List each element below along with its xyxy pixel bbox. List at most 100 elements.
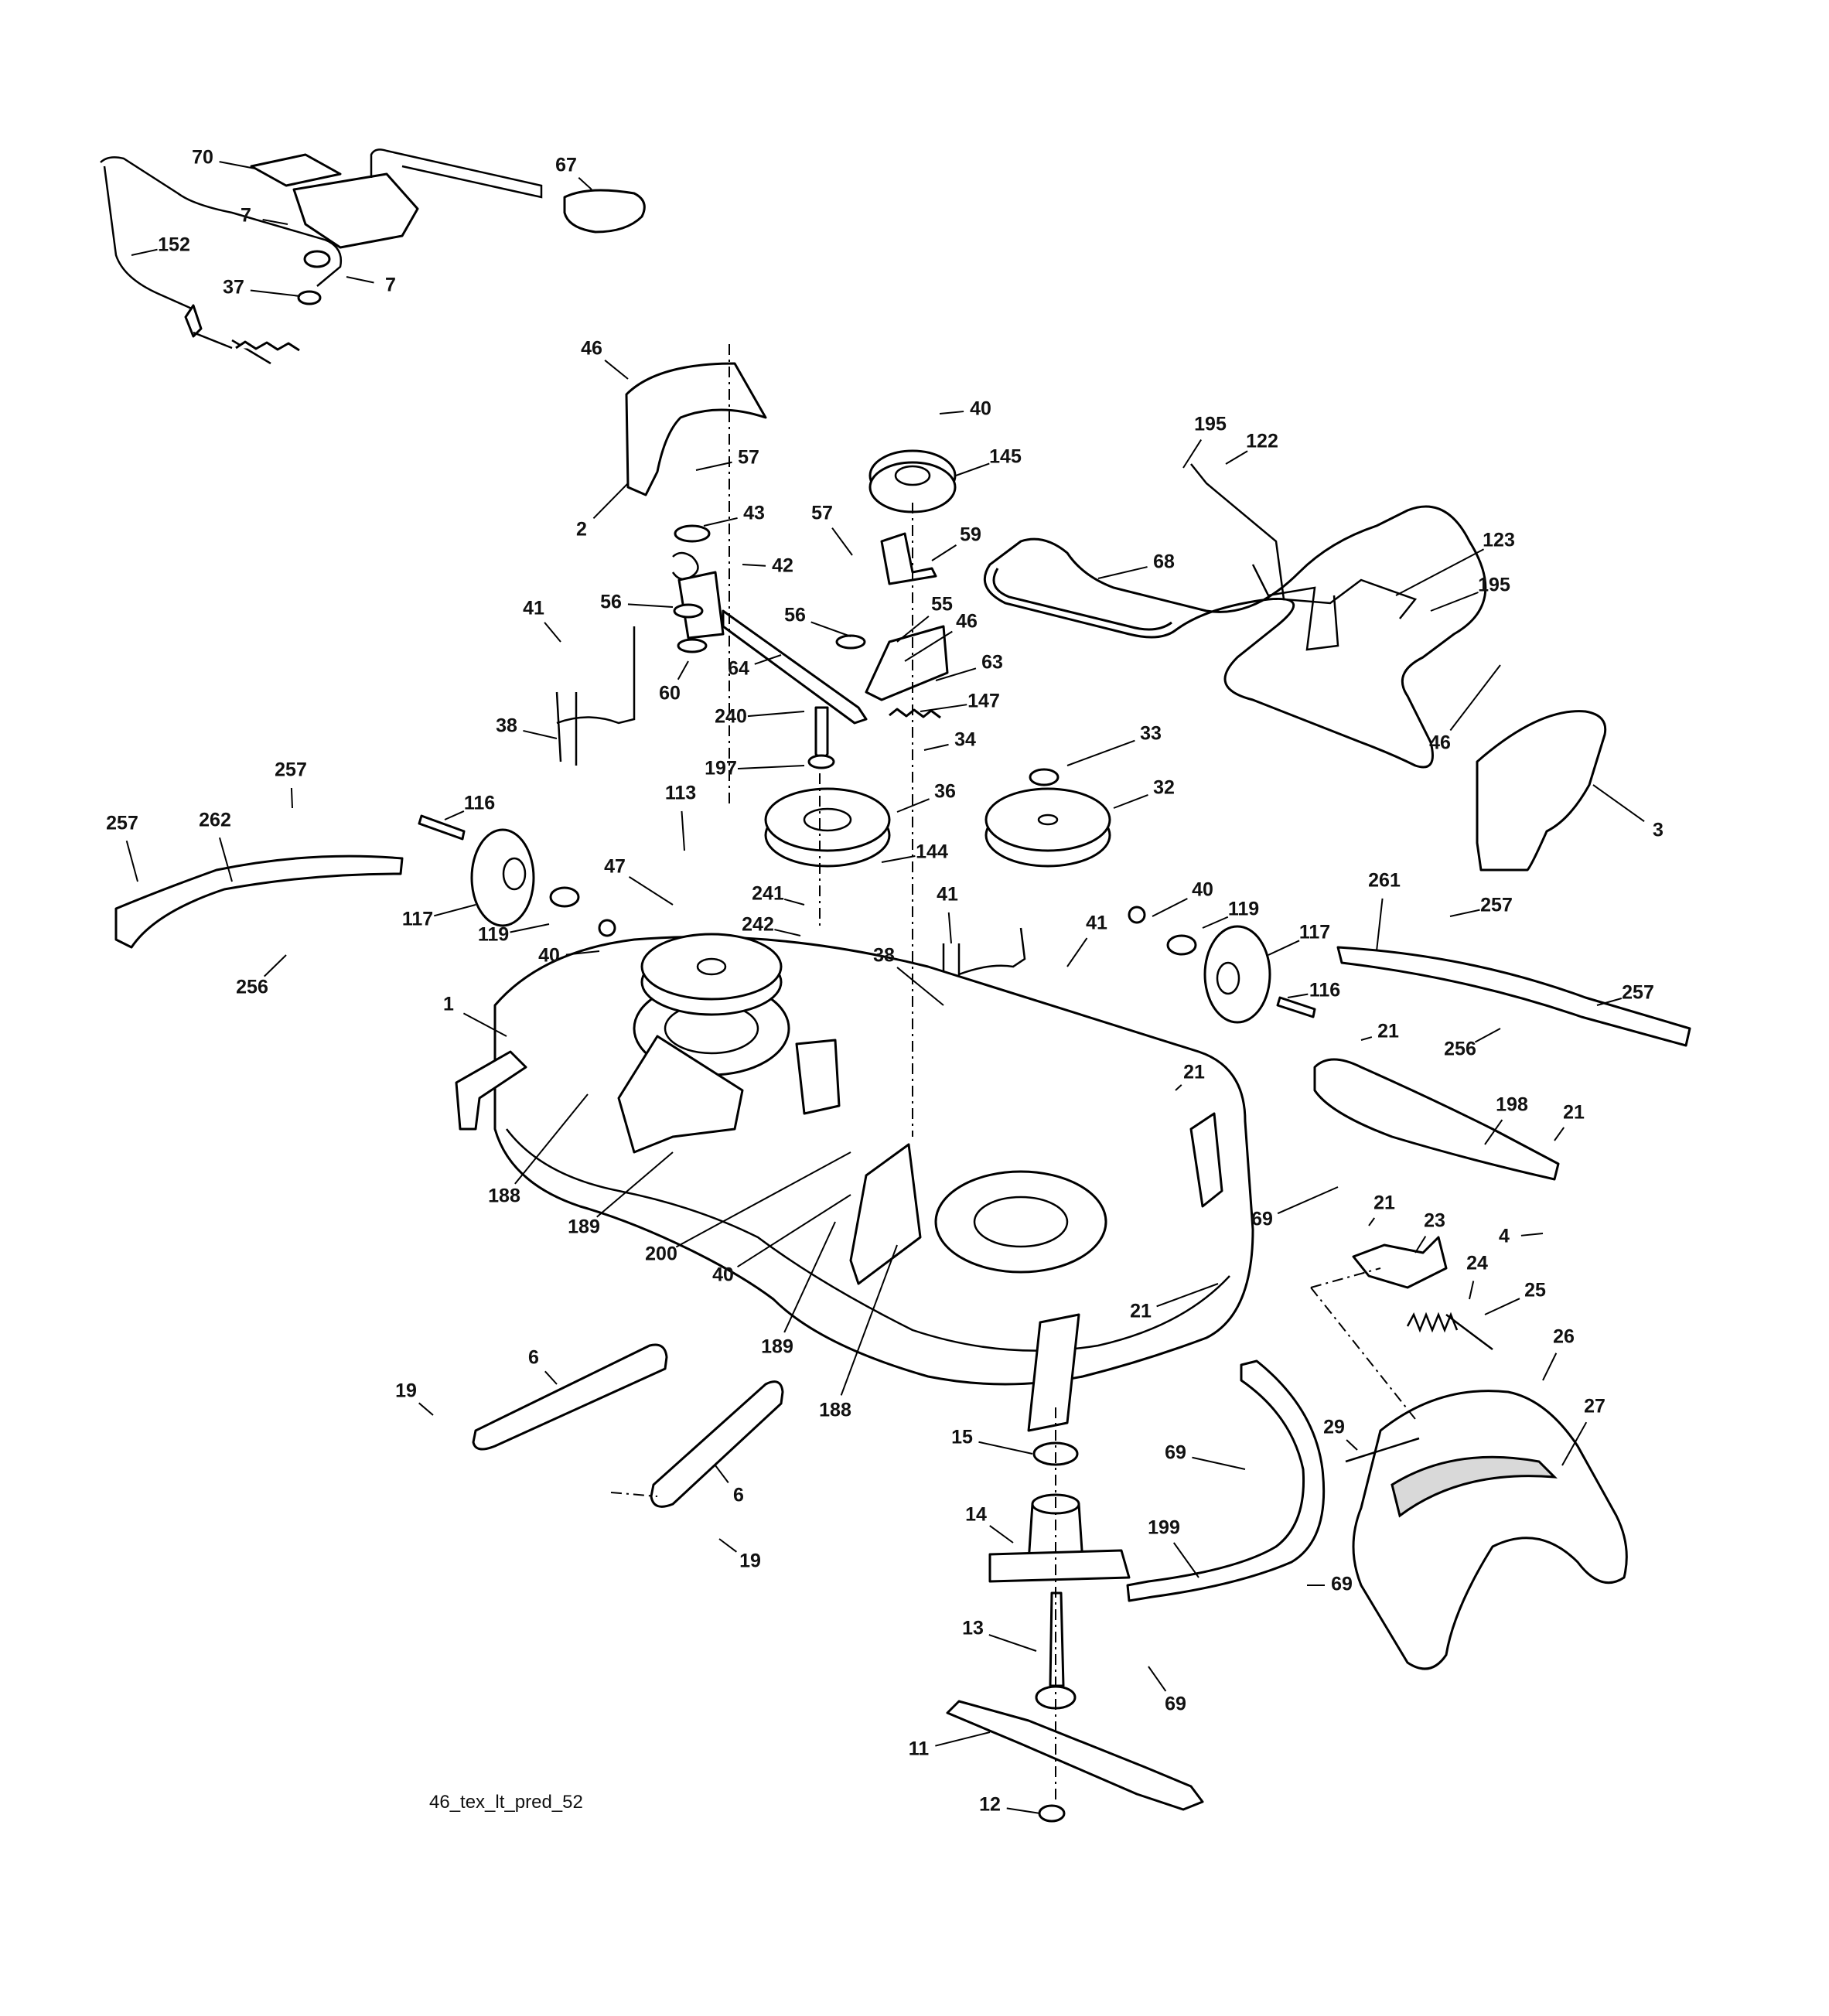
callout-6: 6	[715, 1465, 744, 1506]
callout-3: 3	[1592, 784, 1664, 841]
callout-69: 69	[1148, 1666, 1186, 1715]
mandrel-pulley-36	[764, 787, 891, 868]
callout-label: 7	[241, 205, 251, 227]
mower-deck-housing	[455, 933, 1254, 1432]
hanger-bracket-6-left	[472, 1343, 668, 1451]
callout-label: 117	[1299, 922, 1330, 943]
callout-label: 11	[909, 1738, 930, 1760]
leader-line	[510, 923, 550, 933]
leader-line	[920, 704, 967, 712]
leader-line	[418, 1402, 434, 1416]
callout-label: 26	[1553, 1326, 1575, 1348]
callout-188: 188	[488, 1093, 589, 1207]
callout-40: 40	[939, 398, 991, 420]
bracket-59	[880, 532, 937, 585]
callout-label: 3	[1653, 820, 1664, 841]
leader-line	[1376, 898, 1384, 952]
callout-37: 37	[223, 277, 301, 298]
leader-line	[250, 289, 301, 297]
callout-240: 240	[715, 706, 805, 728]
leader-line	[955, 462, 990, 476]
callout-34: 34	[923, 729, 976, 751]
callout-13: 13	[962, 1618, 1037, 1652]
callout-197: 197	[705, 758, 805, 779]
callout-label: 152	[158, 234, 190, 256]
callout-241: 241	[752, 883, 805, 906]
leader-line	[462, 1012, 507, 1037]
leader-line	[1414, 1236, 1427, 1254]
leader-line	[1287, 993, 1309, 998]
callout-261: 261	[1368, 870, 1401, 952]
leader-line	[1225, 450, 1248, 465]
callout-4: 4	[1499, 1226, 1544, 1247]
callout-label: 23	[1424, 1210, 1445, 1232]
spring-25	[1406, 1312, 1493, 1350]
part-illustrations	[100, 148, 1691, 1823]
callout-12: 12	[979, 1794, 1041, 1816]
leader-line	[125, 840, 138, 882]
mower-blade	[946, 1700, 1204, 1811]
callout-257: 257	[1449, 895, 1513, 917]
callout-label: 1	[443, 994, 454, 1015]
callout-label: 189	[568, 1216, 600, 1238]
leader-line	[715, 1465, 729, 1484]
leader-line	[264, 954, 287, 977]
callout-label: 41	[1086, 912, 1107, 934]
callout-label: 241	[752, 883, 784, 905]
callout-257: 257	[1596, 982, 1654, 1006]
callout-label: 240	[715, 706, 747, 728]
callout-label: 40	[538, 945, 560, 967]
leader-line	[1277, 1186, 1339, 1215]
callout-label: 55	[931, 594, 953, 616]
callout-195: 195	[1182, 414, 1227, 469]
callout-label: 40	[970, 398, 991, 420]
leader-line	[681, 810, 685, 851]
callout-25: 25	[1484, 1280, 1546, 1315]
callout-69: 69	[1251, 1186, 1339, 1230]
leader-line	[1449, 664, 1501, 732]
stabilizer-bar-261	[1336, 946, 1691, 1047]
leader-line	[774, 929, 801, 936]
callout-116: 116	[444, 793, 495, 820]
callout-label: 47	[604, 856, 626, 878]
callout-152: 152	[131, 234, 190, 256]
leader-line	[923, 743, 949, 751]
callout-42: 42	[742, 555, 793, 577]
callout-24: 24	[1466, 1253, 1488, 1300]
callout-69: 69	[1165, 1442, 1246, 1470]
callout-256: 256	[1444, 1028, 1501, 1060]
leader-line	[1542, 1353, 1558, 1381]
callout-label: 57	[738, 447, 759, 469]
leader-line	[596, 1151, 674, 1218]
callout-label: 70	[192, 147, 213, 169]
callout-38: 38	[496, 715, 558, 739]
callout-label: 147	[967, 691, 1000, 712]
callout-label: 42	[772, 555, 793, 577]
callout-label: 4	[1499, 1226, 1510, 1247]
leader-line	[444, 810, 465, 820]
leader-line	[1592, 784, 1645, 823]
leader-line	[737, 765, 805, 769]
callout-label: 40	[712, 1264, 734, 1286]
leader-line	[935, 1731, 991, 1747]
callout-label: 256	[1444, 1039, 1476, 1060]
leader-line	[904, 630, 953, 662]
drive-belt	[983, 505, 1487, 769]
leader-line	[1430, 592, 1479, 612]
leader-line	[675, 1151, 851, 1248]
callout-label: 199	[1148, 1517, 1180, 1539]
callout-label: 117	[402, 909, 433, 930]
callout-label: 21	[1373, 1192, 1395, 1214]
leader-line	[544, 622, 561, 643]
callout-label: 64	[728, 658, 749, 680]
leader-line	[1152, 898, 1188, 917]
leader-line	[1268, 940, 1300, 956]
callout-38: 38	[873, 945, 944, 1006]
leader-line	[896, 616, 930, 643]
callout-label: 33	[1140, 723, 1162, 745]
callout-label: 242	[742, 914, 774, 936]
callout-label: 123	[1483, 530, 1515, 551]
callout-46: 46	[1429, 664, 1501, 754]
callout-21: 21	[1368, 1192, 1395, 1226]
leader-line	[1561, 1421, 1588, 1466]
